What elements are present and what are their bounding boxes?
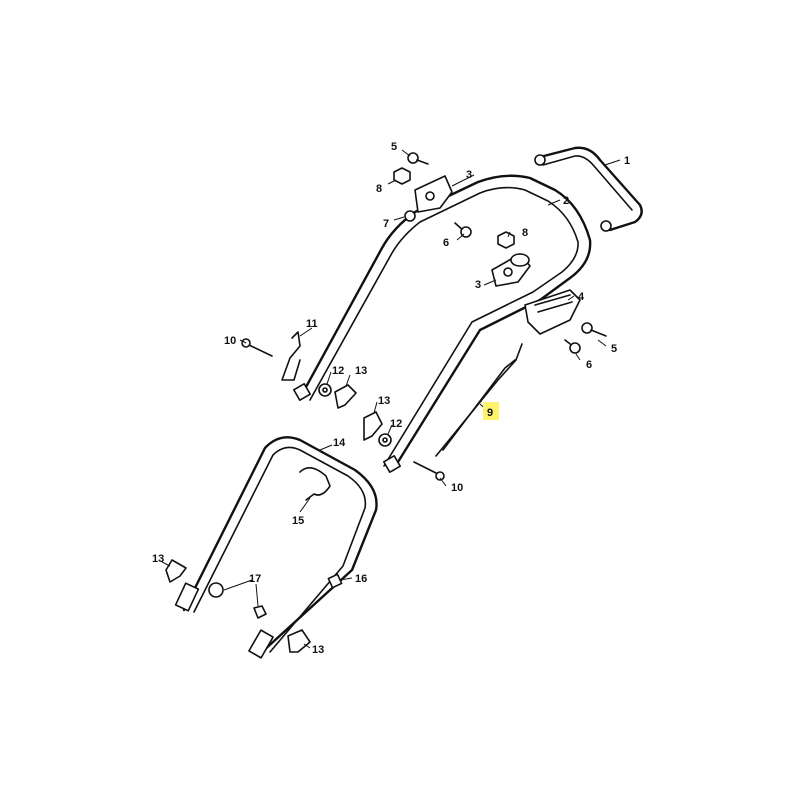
part-5-bolt-lower[interactable] bbox=[581, 322, 607, 337]
part-12-washer-lower[interactable] bbox=[378, 433, 392, 447]
part-8-nut-upper[interactable] bbox=[393, 167, 411, 185]
part-17-knob[interactable] bbox=[208, 582, 267, 619]
callout-13a: 13 bbox=[355, 365, 367, 377]
callout-17: 17 bbox=[249, 573, 261, 585]
callout-3b: 3 bbox=[475, 279, 481, 291]
callout-12a: 12 bbox=[332, 365, 344, 377]
callout-4: 4 bbox=[578, 291, 585, 303]
callout-5a: 5 bbox=[391, 141, 397, 153]
callout-15: 15 bbox=[292, 515, 304, 527]
part-10-bolt-left[interactable] bbox=[241, 338, 273, 357]
part-11-cable-guide[interactable] bbox=[281, 331, 301, 381]
part-9-cable[interactable] bbox=[435, 343, 523, 457]
part-14-lower-handle[interactable] bbox=[174, 436, 378, 659]
callout-8b: 8 bbox=[522, 227, 528, 239]
callout-6a: 6 bbox=[443, 237, 449, 249]
callout-13c: 13 bbox=[152, 553, 164, 565]
callout-14: 14 bbox=[333, 437, 346, 449]
part-1-bail-lever[interactable] bbox=[534, 146, 643, 232]
part-8-nut-lower[interactable] bbox=[497, 231, 515, 249]
part-5-bolt-upper[interactable] bbox=[407, 152, 429, 165]
callout-16: 16 bbox=[355, 573, 367, 585]
callout-10a: 10 bbox=[224, 335, 236, 347]
part-16-small-nut[interactable] bbox=[327, 573, 343, 589]
part-13-wing-nut-a[interactable] bbox=[334, 384, 357, 409]
part-6-screw-lower[interactable] bbox=[564, 339, 581, 354]
part-3-clamp-lower[interactable] bbox=[491, 253, 531, 287]
callout-2: 2 bbox=[563, 195, 569, 207]
callout-labels: 1 2 3 3 4 5 5 6 6 7 8 8 9 10 10 11 12 12… bbox=[152, 141, 630, 656]
part-7-washer[interactable] bbox=[404, 210, 416, 222]
callout-10b: 10 bbox=[451, 482, 463, 494]
part-10-bolt-right[interactable] bbox=[413, 461, 445, 481]
callout-13b: 13 bbox=[378, 395, 390, 407]
part-15-cable-clip[interactable] bbox=[299, 467, 331, 501]
callout-6b: 6 bbox=[586, 359, 592, 371]
callout-9: 9 bbox=[487, 407, 493, 419]
callout-8a: 8 bbox=[376, 183, 382, 195]
part-13-wing-nut-c[interactable] bbox=[165, 559, 187, 583]
part-13-wing-nut-d[interactable] bbox=[287, 629, 311, 653]
highlight-callout-9 bbox=[483, 402, 499, 420]
part-13-wing-nut-b[interactable] bbox=[363, 411, 383, 441]
part-12-washer-upper[interactable] bbox=[318, 383, 332, 397]
callout-5b: 5 bbox=[611, 343, 617, 355]
callout-11: 11 bbox=[306, 318, 318, 330]
part-4-cable-holder[interactable] bbox=[524, 289, 581, 335]
callout-13d: 13 bbox=[312, 644, 324, 656]
part-2-upper-handle[interactable] bbox=[293, 174, 592, 473]
callout-12b: 12 bbox=[390, 418, 402, 430]
leader-lines bbox=[161, 149, 621, 649]
callout-3a: 3 bbox=[466, 169, 472, 181]
callout-1: 1 bbox=[624, 155, 630, 167]
part-3-clamp-upper[interactable] bbox=[414, 175, 453, 213]
callout-7: 7 bbox=[383, 218, 389, 230]
